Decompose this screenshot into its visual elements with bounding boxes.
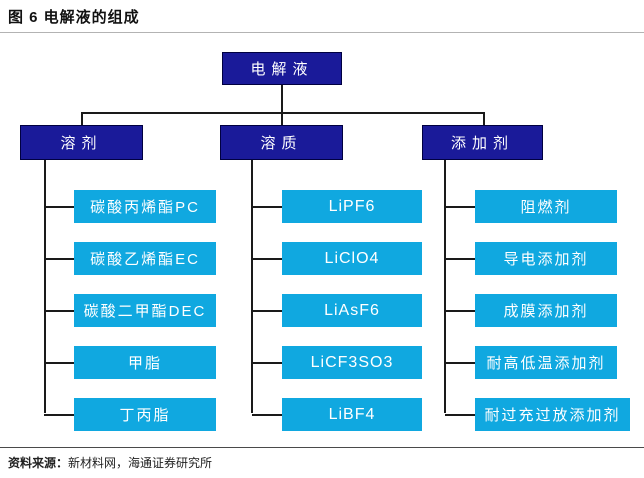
leaf-node: 碳酸丙烯酯PC [44,190,216,223]
connector-stub-additive [483,112,485,125]
branch-column-solute: LiPF6 LiClO4 LiAsF6 LiCF3SO3 LiBF4 [252,190,422,450]
connector-spine-solute [251,160,253,413]
branch-column-additive: 阻燃剂 导电添加剂 成膜添加剂 耐高低温添加剂 耐过充过放添加剂 [445,190,630,450]
leaf-node: 阻燃剂 [445,190,617,223]
branch-node-solute: 溶质 [220,125,343,160]
connector-stub-solute [281,112,283,125]
leaf-node: 成膜添加剂 [445,294,617,327]
leaf-node: LiPF6 [252,190,422,223]
connector-root-stem [281,85,283,114]
connector-stub-solvent [81,112,83,125]
leaf-node: LiAsF6 [252,294,422,327]
source-note: 资料来源：新材料网，海通证券研究所 [8,454,212,471]
leaf-node: 碳酸二甲酯DEC [44,294,216,327]
connector-spine-additive [444,160,446,413]
title-divider [0,32,644,33]
branch-node-additive: 添加剂 [422,125,543,160]
leaf-node: 碳酸乙烯酯EC [44,242,216,275]
source-divider [0,447,644,448]
branch-column-solvent: 碳酸丙烯酯PC 碳酸乙烯酯EC 碳酸二甲酯DEC 甲脂 丁丙脂 [44,190,216,450]
branch-node-solvent: 溶剂 [20,125,143,160]
leaf-node: 耐过充过放添加剂 [445,398,630,431]
source-text: 新材料网，海通证券研究所 [68,456,213,470]
leaf-node: LiClO4 [252,242,422,275]
source-label: 资料来源： [8,456,69,470]
connector-spine-solvent [44,160,46,413]
leaf-node: 耐高低温添加剂 [445,346,617,379]
leaf-node: 导电添加剂 [445,242,617,275]
leaf-node: 丁丙脂 [44,398,216,431]
figure-title: 图 6 电解液的组成 [8,9,140,26]
leaf-node: LiCF3SO3 [252,346,422,379]
leaf-node: LiBF4 [252,398,422,431]
root-node-electrolyte: 电解液 [222,52,342,85]
leaf-node: 甲脂 [44,346,216,379]
